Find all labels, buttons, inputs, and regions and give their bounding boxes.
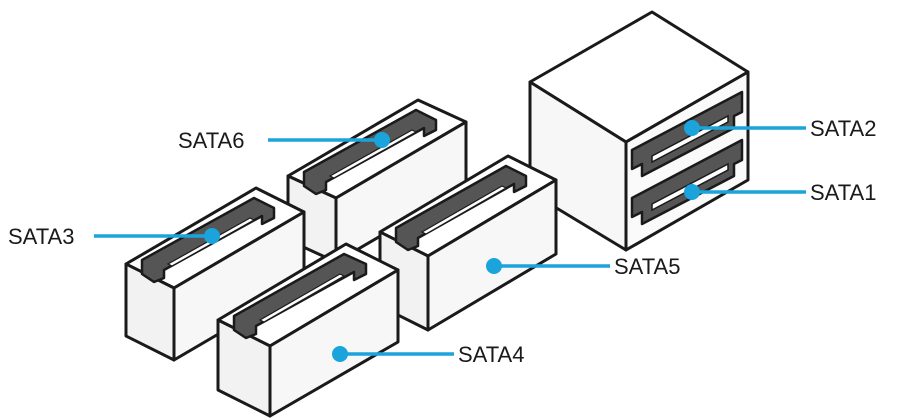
sata4-callout	[332, 346, 454, 362]
sata2-label: SATA2	[810, 116, 876, 141]
sata5-label: SATA5	[614, 254, 680, 279]
sata6-callout	[268, 132, 390, 148]
sata4-label: SATA4	[458, 342, 524, 367]
sata5-callout	[486, 258, 610, 274]
sata2-callout	[684, 120, 806, 136]
sata6-label: SATA6	[178, 128, 244, 153]
sata5-connector	[378, 154, 558, 332]
sata3-label: SATA3	[8, 224, 74, 249]
sata1-callout	[684, 184, 806, 200]
sata4-connector	[216, 242, 400, 418]
sata3-callout	[94, 228, 220, 244]
sata6-connector	[286, 98, 468, 264]
sata1-label: SATA1	[810, 180, 876, 205]
